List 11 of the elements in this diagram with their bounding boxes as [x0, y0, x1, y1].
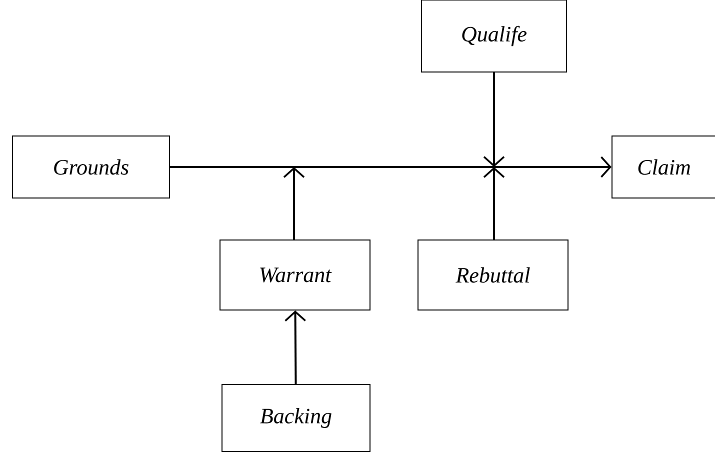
- text-box: Qualife: [421, 0, 567, 72]
- text-box: Backing: [222, 384, 370, 452]
- arrow: [483, 72, 505, 167]
- text-box: Claim: [612, 136, 715, 198]
- text-box: Rebuttal: [418, 240, 568, 310]
- arrow: [483, 167, 505, 240]
- arrow: [284, 310, 306, 384]
- text-box: Warrant: [220, 240, 370, 310]
- arrow: [283, 167, 305, 240]
- arrow: [170, 156, 612, 178]
- text-box: Grounds: [12, 136, 170, 198]
